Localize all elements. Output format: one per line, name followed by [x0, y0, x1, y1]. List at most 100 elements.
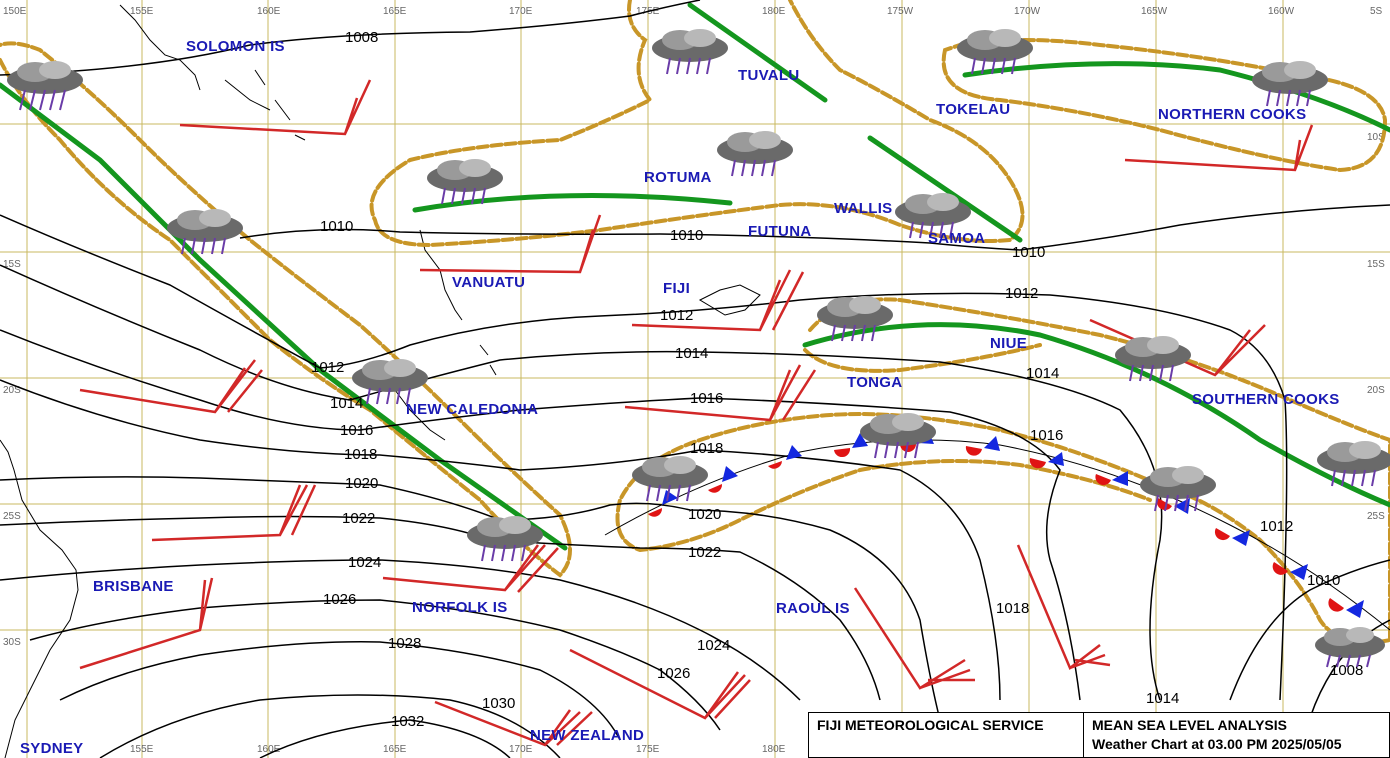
lon-label: 165W — [1141, 6, 1168, 17]
latitude-labels: 10S 15S 15S 20S 20S 25S 25S 30S 5S — [3, 6, 1385, 648]
thunderstorm-icon — [1315, 627, 1385, 668]
isobar-1024 — [0, 559, 801, 701]
lon-label: 155E — [130, 744, 154, 755]
lon-label: 155E — [130, 6, 154, 17]
troughs — [0, 2, 1390, 551]
isobar-label: 1026 — [323, 591, 356, 608]
lon-label: 175W — [887, 6, 914, 17]
isobar-1026 — [29, 599, 721, 731]
thunderstorm-icon — [717, 131, 793, 177]
cloud-northeast — [941, 38, 1388, 173]
trough-tokelau — [962, 61, 1390, 133]
australia-coast — [0, 439, 79, 758]
thunderstorm-icon — [957, 29, 1033, 75]
isobar-label: 1012 — [660, 307, 693, 324]
wind-barb — [434, 700, 593, 747]
isobar-label: 1008 — [1330, 662, 1363, 679]
isobar-label: 1012 — [1260, 518, 1293, 535]
product-name: MEAN SEA LEVEL ANALYSIS — [1092, 717, 1288, 733]
wind-barb — [79, 359, 263, 414]
lon-label: 170E — [509, 744, 533, 755]
place-tokelau: TOKELAU — [936, 101, 1010, 118]
isobar-1030 — [99, 694, 561, 758]
thunderstorm-icon — [652, 29, 728, 75]
isobar-label: 1016 — [1030, 427, 1063, 444]
lon-label: 160W — [1268, 6, 1295, 17]
isobar-1032 — [259, 719, 511, 758]
wind-barbs — [79, 79, 1314, 747]
place-southern-cooks: SOUTHERN COOKS — [1192, 391, 1340, 408]
isobar-1018 — [0, 379, 1001, 701]
isobar-1010 — [239, 204, 1390, 251]
place-raoul: RAOUL IS — [776, 600, 850, 617]
isobar-label: 1016 — [340, 422, 373, 439]
lon-label: 150E — [3, 6, 27, 17]
wind-barb — [179, 79, 372, 136]
cloud-southwest-band — [0, 41, 572, 578]
isobar-label: 1010 — [320, 218, 353, 235]
place-tuvalu: TUVALU — [738, 67, 800, 84]
lon-label: 180E — [762, 744, 786, 755]
lat-label: 25S — [1367, 511, 1385, 522]
place-solomon: SOLOMON IS — [186, 38, 285, 55]
front-line — [604, 439, 1390, 631]
isobar-label: 1022 — [688, 544, 721, 561]
lat-label: 10S — [1367, 132, 1385, 143]
thunderstorm-icon — [467, 516, 543, 562]
thunderstorm-icon — [860, 413, 936, 459]
place-samoa: SAMOA — [928, 230, 985, 247]
lon-label: 165E — [383, 744, 407, 755]
isobar-label: 1014 — [1146, 690, 1179, 707]
thunderstorm-icon — [1317, 441, 1390, 487]
isobar-label: 1012 — [1005, 285, 1038, 302]
isobar-label: 1028 — [388, 635, 421, 652]
isobar-1014 — [0, 264, 1163, 701]
thunderstorm-icon — [895, 193, 971, 239]
isobar-label: 1008 — [345, 29, 378, 46]
isobar-label: 1018 — [996, 600, 1029, 617]
thunderstorm-icon — [1140, 466, 1216, 512]
wind-barb — [631, 269, 805, 332]
stationary-front — [604, 430, 1390, 631]
place-tonga: TONGA — [847, 374, 902, 391]
isobar-label: 1030 — [482, 695, 515, 712]
thunderstorm-icon — [632, 456, 708, 502]
place-northern-cooks: NORTHERN COOKS — [1158, 106, 1306, 123]
isobar-label: 1018 — [344, 446, 377, 463]
isobar-label: 1020 — [345, 475, 378, 492]
trough-rotuma — [412, 192, 733, 213]
place-sydney: SYDNEY — [20, 740, 84, 757]
lon-label: 180E — [762, 6, 786, 17]
place-rotuma: ROTUMA — [644, 169, 712, 186]
thunderstorm-icon — [1115, 336, 1191, 382]
longitude-labels-bottom: 155E 160E 165E 170E 175E 180E — [130, 744, 786, 755]
wind-barb — [151, 484, 317, 542]
isobar-1016 — [0, 329, 1081, 701]
lat-label: 15S — [1367, 259, 1385, 270]
lon-label: 160E — [257, 744, 281, 755]
isobar-labels: 1008 1010 1010 1010 1012 1012 1012 1012 … — [311, 29, 1363, 730]
thunderstorm-icon — [1252, 61, 1328, 107]
wind-barb — [1016, 544, 1111, 670]
isobar-label: 1020 — [688, 506, 721, 523]
lat-label: 20S — [3, 385, 21, 396]
cold-front-symbols — [662, 430, 1364, 618]
isobar-1028 — [59, 641, 621, 741]
wind-barb — [624, 364, 817, 422]
isobar-label: 1010 — [1012, 244, 1045, 261]
agency-name: FIJI METEOROLOGICAL SERVICE — [809, 713, 1084, 757]
lat-label: 15S — [3, 259, 21, 270]
place-brisbane: BRISBANE — [93, 578, 174, 595]
trough-southwest — [0, 82, 568, 551]
chart-description: MEAN SEA LEVEL ANALYSIS Weather Chart at… — [1084, 713, 1350, 757]
place-norfolk: NORFOLK IS — [412, 599, 508, 616]
isobar-label: 1024 — [348, 554, 381, 571]
warm-front-symbols — [648, 444, 1344, 612]
lon-label: 170W — [1014, 6, 1041, 17]
lat-label: 5S — [1370, 6, 1383, 17]
place-niue: NIUE — [990, 335, 1027, 352]
thunderstorm-icon — [427, 159, 503, 205]
place-wallis: WALLIS — [834, 200, 892, 217]
lon-label: 175E — [636, 744, 660, 755]
